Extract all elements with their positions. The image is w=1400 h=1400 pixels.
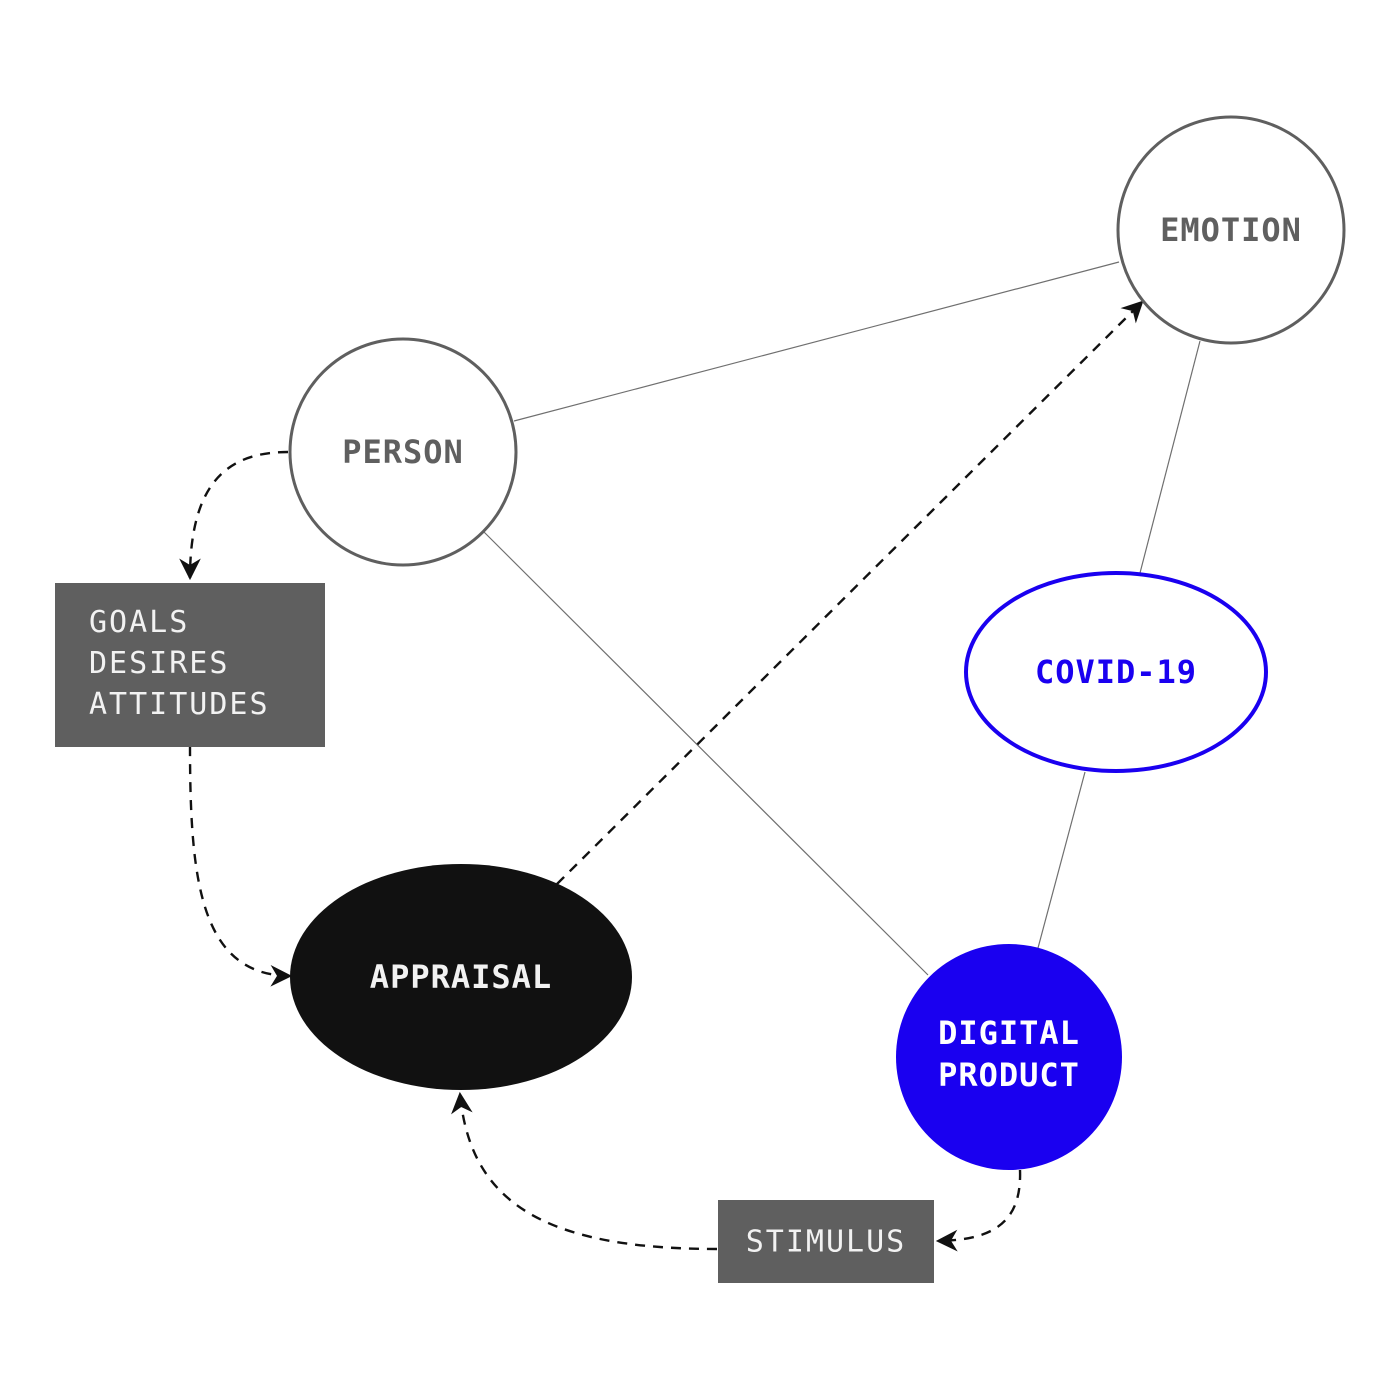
arrow-stimulus-to-appraisal [451,1091,718,1251]
goals-desires-attitudes-box: GOALS DESIRES ATTITUDES [55,583,325,747]
arrow-appraisal-to-emotion [556,300,1144,885]
digital-label: DIGITAL [938,1014,1080,1052]
emotion-node: EMOTION [1116,115,1346,345]
arrow-person-to-goals [179,450,289,581]
product-label: PRODUCT [938,1056,1080,1094]
appraisal-label: APPRAISAL [370,958,552,996]
attitudes-label: ATTITUDES [89,687,270,722]
edge-person-emotion [513,261,1120,422]
emotion-label: EMOTION [1160,211,1302,249]
digital-product-node: DIGITAL PRODUCT [896,944,1122,1170]
arrow-goals-to-appraisal [188,745,293,987]
edge-emotion-covid [1139,340,1201,574]
covid-19-label: COVID-19 [1035,653,1197,691]
desires-label: DESIRES [89,646,229,681]
arrow-digital-product-to-stimulus [935,1169,1022,1252]
covid-19-node: COVID-19 [964,571,1268,773]
goals-label: GOALS [89,605,189,640]
appraisal-node: APPRAISAL [290,864,632,1090]
stimulus-label: STIMULUS [746,1225,907,1260]
stimulus-box: STIMULUS [718,1200,934,1283]
person-node: PERSON [288,337,518,567]
edge-person-digital-product [483,531,929,976]
edge-covid-digital-product [1037,771,1086,949]
person-label: PERSON [342,433,464,471]
